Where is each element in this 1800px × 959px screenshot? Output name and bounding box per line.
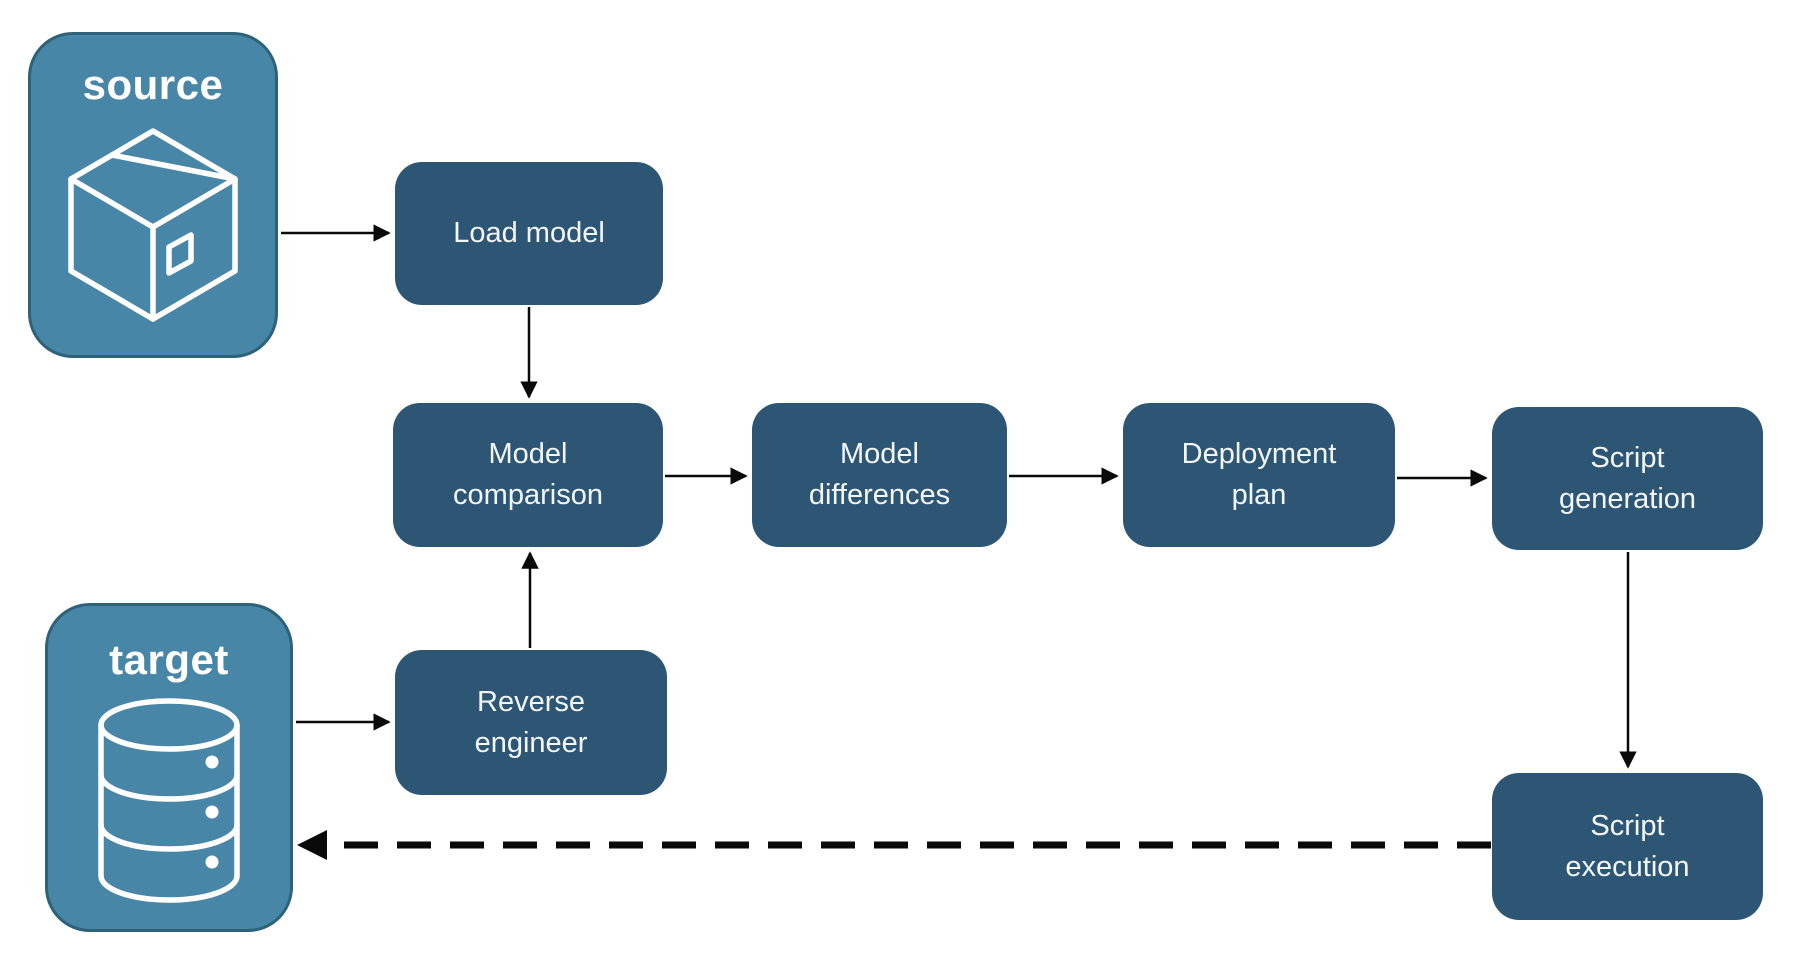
node-reverse-engineer-label: Reverse engineer [474,685,588,759]
endpoint-source-label: source [82,61,224,108]
node-model-differences: Model differences [752,403,1007,547]
node-load-model: Load model [395,162,663,305]
node-deployment-plan-label: Deployment plan [1181,438,1337,511]
endpoint-source: source [28,32,278,358]
node-script-generation: Script generation [1492,407,1763,550]
database-icon [98,698,240,903]
node-reverse-engineer: Reverse engineer [395,650,667,795]
endpoint-target-label: target [109,636,229,683]
endpoint-target: target [45,603,293,932]
package-icon [68,128,238,322]
node-model-comparison-label: Model comparison [453,438,603,511]
edge-script-execution-to-target-arrowhead [297,830,327,860]
node-model-differences-label: Model differences [808,438,951,511]
node-script-generation-label: Script generation [1558,441,1697,515]
node-model-comparison: Model comparison [393,403,663,547]
node-deployment-plan: Deployment plan [1123,403,1395,547]
node-script-execution: Script execution [1492,773,1763,920]
node-script-execution-label: Script execution [1565,809,1690,883]
node-load-model-label: Load model [453,217,605,250]
